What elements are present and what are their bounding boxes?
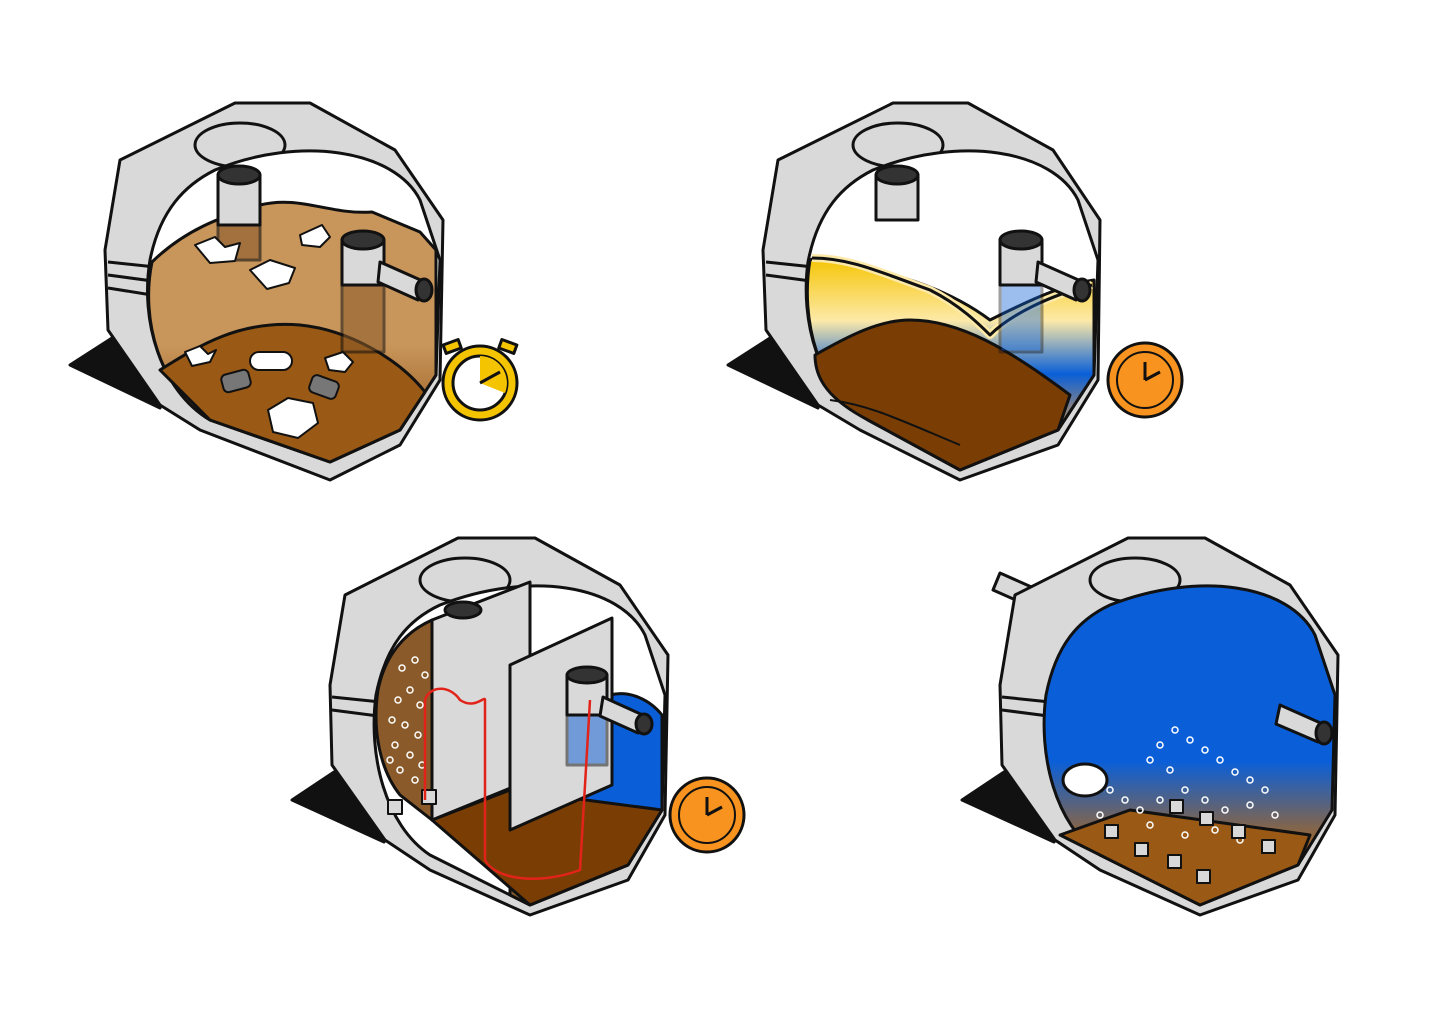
tissue-debris (249, 259, 296, 290)
stopwatch-icon (441, 338, 519, 422)
panel-raw-inflow (68, 101, 519, 482)
clock-icon (668, 776, 746, 854)
shadow (290, 770, 386, 844)
sludge-layer (813, 318, 1072, 472)
flow-path-arrows (423, 687, 592, 880)
tampon-debris (220, 368, 340, 400)
wipe-debris (324, 351, 354, 373)
panel-settling (726, 101, 1184, 482)
tissue-debris (299, 224, 331, 248)
sludge-floor (158, 322, 427, 464)
panel-baffled-treatment (290, 536, 746, 917)
air-diffuser (1104, 799, 1276, 884)
shadow (960, 770, 1056, 844)
blower-unit (1061, 762, 1109, 798)
clock-icon (1106, 341, 1184, 419)
air-bubbles (386, 656, 429, 784)
panel-aerated-tank (960, 536, 1340, 917)
wipe-debris (184, 345, 217, 367)
air-bubbles (1096, 726, 1279, 844)
aerated-chamber (374, 618, 434, 822)
sanitary-pad (249, 351, 293, 371)
floor (1058, 808, 1312, 907)
diaper-debris (267, 397, 319, 439)
tissue-debris (194, 236, 241, 264)
